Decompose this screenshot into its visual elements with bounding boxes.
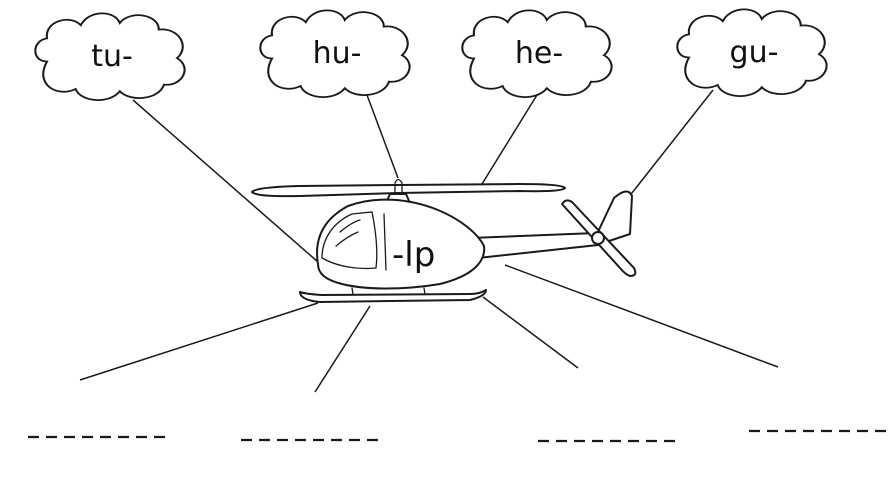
main-rotor — [251, 183, 566, 198]
connector-line-lower-3[interactable] — [482, 296, 579, 369]
cockpit-window — [321, 211, 378, 270]
helicopter-body — [316, 198, 486, 290]
connector-line-hu[interactable] — [366, 94, 399, 179]
connector-line-lower-4[interactable] — [504, 264, 779, 368]
connector-line-tu[interactable] — [132, 99, 319, 263]
syllable-he: he- — [515, 36, 563, 71]
word-ending: -lp — [392, 235, 435, 275]
helicopter-icon — [251, 178, 637, 303]
syllable-gu: gu- — [730, 35, 779, 70]
connector-line-lower-1[interactable] — [79, 302, 319, 381]
tail-boom — [469, 232, 605, 259]
landing-skid — [299, 289, 487, 303]
connector-line-lower-2[interactable] — [314, 305, 371, 393]
connector-line-gu[interactable] — [627, 89, 714, 199]
connector-line-he[interactable] — [481, 94, 538, 185]
syllable-tu: tu- — [91, 39, 133, 74]
tail-fin — [595, 190, 633, 243]
syllable-hu: hu- — [313, 36, 362, 71]
